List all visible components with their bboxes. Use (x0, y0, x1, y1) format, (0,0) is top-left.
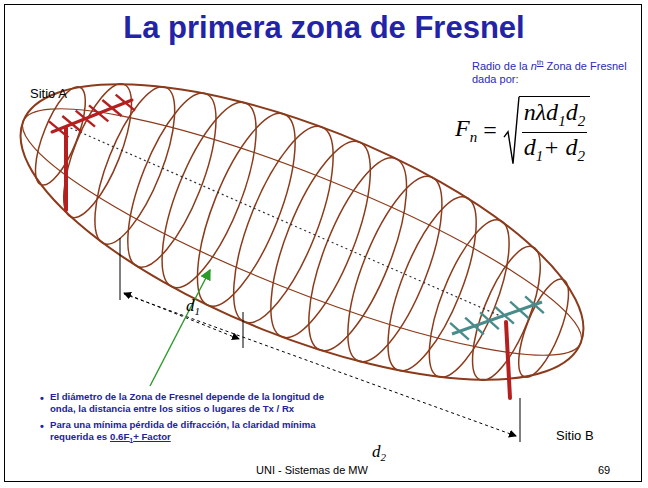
formula-subscript: 1 (558, 113, 566, 129)
bullet-text: Para una mínima pérdida de difracción, l… (50, 419, 316, 442)
dimension-subscript: 2 (381, 451, 387, 463)
slide-title: La primera zona de Fresnel (0, 10, 648, 46)
formula-subscript: n (470, 129, 478, 145)
formula-subscript: 2 (578, 113, 586, 129)
formula-term: F (455, 115, 470, 141)
denominator: d1+ d2 (522, 133, 587, 165)
bullet-mark: • (40, 419, 50, 445)
clearance-rule: 0.6F1+ Factor (110, 431, 171, 442)
bullet-row: •El diámetro de la Zona de Fresnel depen… (40, 391, 334, 416)
formula-subscript: 2 (578, 148, 586, 164)
page-number: 69 (598, 464, 610, 476)
bullet-row: •Para una mínima pérdida de difracción, … (40, 419, 334, 445)
caption-text: th (537, 58, 544, 67)
caption-text: n (531, 60, 537, 72)
site-label: Sitio A (30, 86, 67, 101)
formula-caption: Radio de la nth Zona de Fresnel dada por… (472, 58, 632, 87)
clearance-subscript: 1 (129, 437, 133, 444)
dimension-text: d (186, 296, 195, 315)
caption-text: Radio de la (472, 60, 528, 72)
site-label: Sitio B (556, 428, 594, 443)
dimension-label: d2 (372, 442, 386, 463)
bullet-notes: •El diámetro de la Zona de Fresnel depen… (40, 391, 334, 448)
bullet-text: Para una mínima pérdida de difracción, l… (50, 419, 334, 445)
formula-term: nλd (524, 99, 558, 125)
formula-term: + d (543, 134, 577, 160)
clearance-text: 0.6F (110, 431, 129, 442)
fresnel-formula: Fn=nλd1d2d1+ d2 (455, 96, 590, 165)
formula-term: = (483, 117, 497, 144)
footer-text: UNI - Sistemas de MW (256, 464, 368, 476)
formula-term: d (524, 134, 536, 160)
formula-term: Fn (455, 115, 477, 146)
clearance-text: + Factor (133, 431, 171, 442)
square-root: nλd1d2d1+ d2 (503, 96, 590, 165)
formula-term: d (566, 99, 578, 125)
formula-subscript: 1 (536, 148, 544, 164)
bullet-text: El diámetro de la Zona de Fresnel depend… (50, 391, 334, 416)
dimension-label: d1 (186, 296, 200, 317)
fraction: nλd1d2d1+ d2 (519, 96, 590, 165)
dimension-text: d (372, 442, 381, 461)
numerator: nλd1d2 (522, 99, 587, 133)
bullet-mark: • (40, 391, 50, 416)
dimension-subscript: 1 (195, 305, 201, 317)
